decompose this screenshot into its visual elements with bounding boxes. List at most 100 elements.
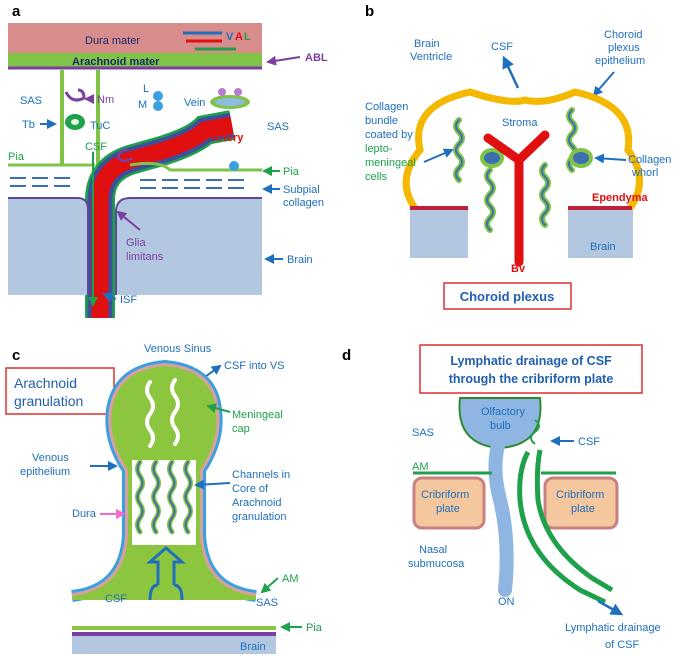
channels-label-4: granulation: [232, 511, 286, 523]
am-arrow-c: [260, 577, 279, 594]
brain-block-c: [72, 636, 276, 654]
brain-ventricle-label-2: Ventricle: [410, 51, 452, 63]
csf-label-d: CSF: [578, 436, 600, 448]
on-label: ON: [498, 596, 515, 608]
cribriform-right-label-2: plate: [571, 503, 595, 515]
nasal-label-2: submucosa: [408, 558, 465, 570]
brain-label-c: Brain: [240, 641, 266, 653]
val-v-letter: V: [226, 31, 234, 43]
sas-left-label: SAS: [20, 95, 42, 107]
m-label: M: [138, 99, 147, 111]
sas-label-c: SAS: [256, 597, 278, 609]
brain-block-right-b: [568, 210, 633, 258]
am-label-d: AM: [412, 461, 429, 473]
csf-label-c: CSF: [105, 593, 127, 605]
nerve-terminal: [116, 148, 133, 163]
collagen-bundle-label-3: coated by: [365, 129, 413, 141]
choroid-title-box: [443, 282, 572, 310]
bv-label: Bv: [511, 263, 526, 275]
csf-out-arrow: [502, 55, 520, 89]
blood-vessel: [483, 130, 550, 267]
panel-letter-d: d: [342, 347, 351, 364]
vein-lumen: [215, 98, 245, 106]
lymph-title-box: [419, 344, 643, 394]
csf-inflow-base: [148, 583, 184, 601]
lymph-title-1: Lymphatic drainage of CSF: [450, 354, 612, 368]
macrophage-cell: [153, 101, 163, 111]
venous-epi-label-1: Venous: [32, 452, 69, 464]
csf-inflow-arrow-outline: [146, 546, 186, 585]
olfactory-label-2: bulb: [490, 420, 511, 432]
panel-c: c Arachnoid granulation Venous Sinus CSF…: [5, 343, 323, 654]
channels-arrow: [194, 479, 231, 490]
cap-channels: [145, 378, 180, 448]
pia-left-label: Pia: [8, 151, 25, 163]
brain-right: [116, 198, 262, 295]
cpe-label-3: epithelium: [595, 55, 645, 67]
stroma-label: Stroma: [502, 117, 538, 129]
whorl-label-1: Collagen: [628, 154, 671, 166]
glia-label-1: Glia: [126, 237, 146, 249]
meningeal-label-2: cap: [232, 423, 250, 435]
brain-label-a: Brain: [287, 254, 313, 266]
lymph-label-2: of CSF: [605, 639, 640, 651]
brain-block-left-b: [410, 210, 468, 258]
collagen-whorl-right-core: [573, 152, 589, 164]
ependyma-label: Ependyma: [592, 192, 649, 204]
vein-cell-1: [218, 88, 226, 96]
vein-cell-2: [234, 88, 242, 96]
cribriform-plate-left: [412, 476, 486, 530]
arachnoid-mater-layer: [8, 53, 262, 68]
collagen-bundle-label-1: Collagen: [365, 101, 408, 113]
venous-epi-label-2: epithelium: [20, 466, 70, 478]
lepto-label-3: cells: [365, 171, 388, 183]
lymph-title-2: through the cribriform plate: [449, 372, 614, 386]
l-label: L: [143, 83, 149, 95]
val-a-letter: A: [235, 31, 243, 43]
sas-right-label: SAS: [267, 121, 289, 133]
choroid-title: Choroid plexus: [460, 289, 555, 304]
lymph-channel-inner: [517, 450, 607, 605]
csf-wavy-entry: [530, 419, 540, 445]
arachnoid-title-1: Arachnoid: [14, 375, 77, 391]
lepto-label-1: lepto-: [365, 143, 393, 155]
tuc-label: TuC: [90, 120, 110, 132]
brain-label-b: Brain: [590, 241, 616, 253]
channels-label-1: Channels in: [232, 469, 290, 481]
panel-letter-c: c: [12, 347, 20, 364]
isf-label: ISF: [120, 294, 137, 306]
panel-letter-a: a: [12, 3, 21, 20]
tb-label: Tb: [22, 119, 35, 131]
nerve-ending: [64, 88, 86, 102]
artery-lumen: [91, 116, 234, 318]
panel-a: a Dura mater V A L Arachnoid mater ABL S…: [8, 3, 328, 318]
pia-label-c: Pia: [306, 622, 323, 634]
lymph-label-1: Lymphatic drainage: [565, 622, 661, 634]
glia-limitans-line: [8, 197, 262, 295]
sas-label-d: SAS: [412, 427, 434, 439]
cribriform-right-label-1: Cribriform: [556, 489, 604, 501]
olfactory-nerve: [488, 438, 514, 597]
whorl-label-2: whorl: [631, 167, 658, 179]
abl-arrow: [266, 55, 301, 66]
cpe-arrow: [592, 71, 615, 97]
cribriform-left-label-1: Cribriform: [421, 489, 469, 501]
tubular-cell-nucleus: [71, 119, 79, 125]
nm-label: Nm: [97, 94, 114, 106]
meningeal-label-1: Meningeal: [232, 409, 283, 421]
subpial-label-1: Subpial: [283, 184, 320, 196]
channels-label-2: Core of: [232, 483, 269, 495]
collagen-whorl-left-core: [484, 152, 500, 164]
meningeal-arrow: [206, 403, 231, 413]
whorl-arrow: [594, 153, 627, 164]
val-l-letter: L: [244, 31, 251, 43]
collagen-bundle-arrow: [423, 148, 454, 163]
abl-label: ABL: [305, 52, 328, 64]
venous-sinus-label: Venous Sinus: [144, 343, 212, 355]
lepto-label-2: meningeal: [365, 157, 416, 169]
csf-into-vs-label: CSF into VS: [224, 360, 285, 372]
collagen-bundles: [453, 107, 578, 233]
artery-label: Artery: [211, 132, 244, 144]
cpe-label-2: plexus: [608, 42, 640, 54]
